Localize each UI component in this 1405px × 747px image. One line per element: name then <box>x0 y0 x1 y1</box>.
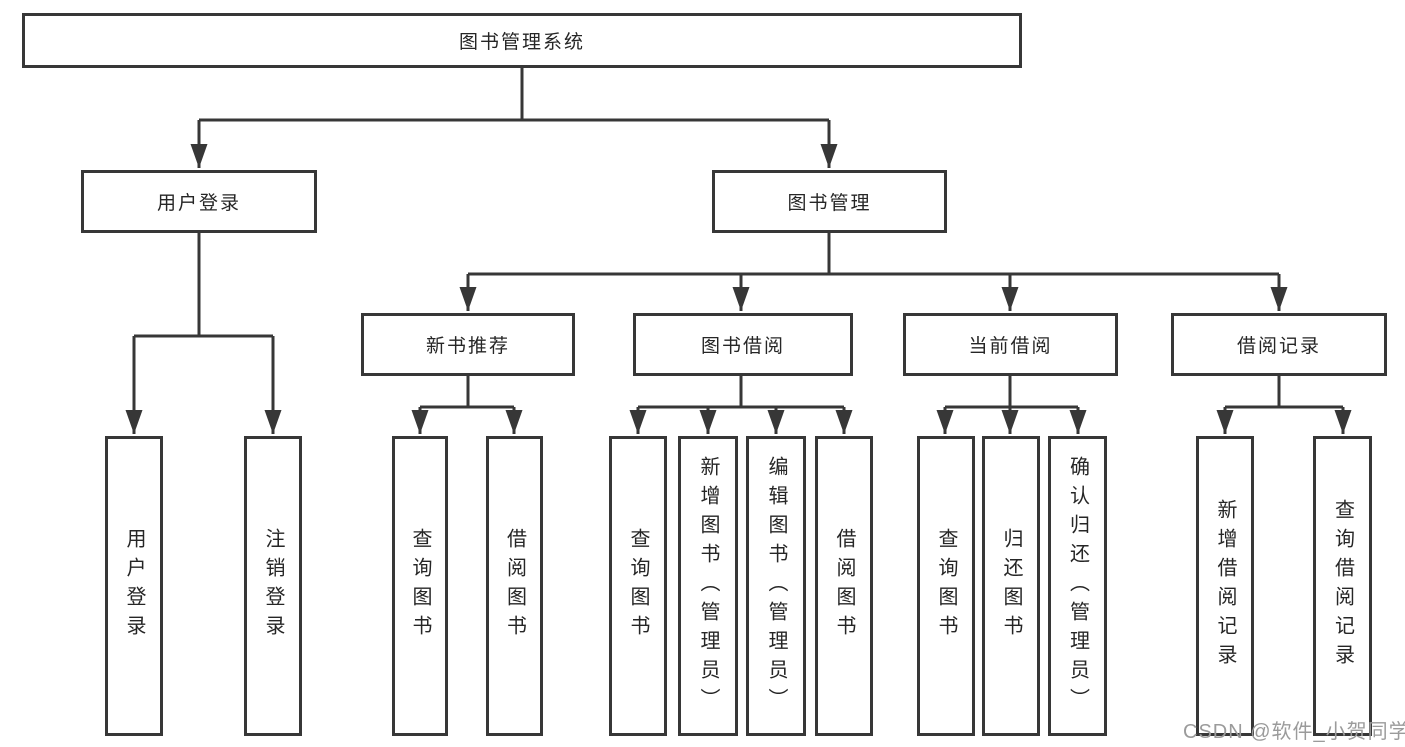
node-root: 图书管理系统 <box>22 13 1022 68</box>
leaf-borrow-books: 借阅图书 <box>815 436 873 736</box>
leaf-edit-book-admin: 编辑图书（管理员） <box>746 436 806 736</box>
node-borrow-record: 借阅记录 <box>1171 313 1387 376</box>
leaf-query-borrow-record: 查询借阅记录 <box>1313 436 1372 736</box>
leaf-confirm-return-admin: 确认归还（管理员） <box>1048 436 1107 736</box>
node-book-management: 图书管理 <box>712 170 947 233</box>
leaf-logout: 注销登录 <box>244 436 302 736</box>
watermark-text: CSDN @软件_小贺同学 <box>1183 721 1405 743</box>
node-current-borrow: 当前借阅 <box>903 313 1118 376</box>
leaf-query-books-current: 查询图书 <box>917 436 975 736</box>
leaf-add-book-admin: 新增图书（管理员） <box>678 436 738 736</box>
node-book-borrow: 图书借阅 <box>633 313 853 376</box>
leaf-user-login: 用户登录 <box>105 436 163 736</box>
leaf-query-books-borrow: 查询图书 <box>609 436 667 736</box>
leaf-query-books-recommend: 查询图书 <box>392 436 448 736</box>
leaf-add-borrow-record: 新增借阅记录 <box>1196 436 1254 736</box>
node-user-login: 用户登录 <box>81 170 317 233</box>
leaf-borrow-books-recommend: 借阅图书 <box>486 436 543 736</box>
node-new-book-recommend: 新书推荐 <box>361 313 575 376</box>
leaf-return-book: 归还图书 <box>982 436 1040 736</box>
